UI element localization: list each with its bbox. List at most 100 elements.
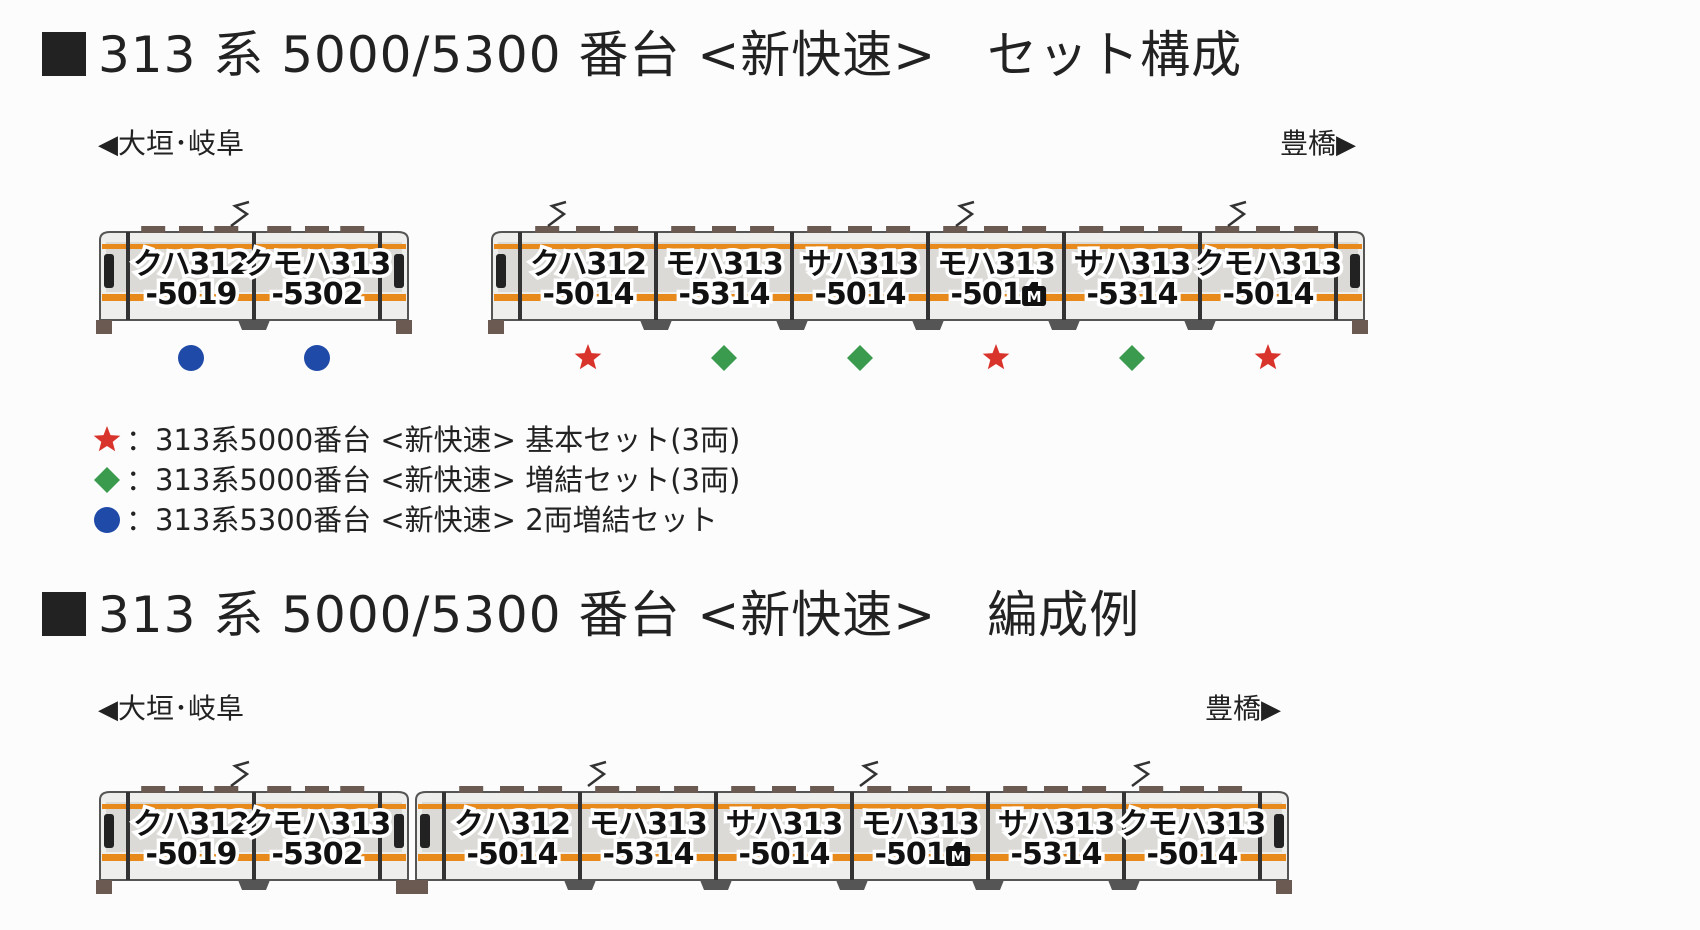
roof-unit: [867, 786, 892, 793]
roof-unit: [984, 226, 1008, 233]
car-name-label: クモハ313: [1195, 247, 1342, 282]
train-body: [96, 200, 412, 334]
circle-icon: [178, 345, 204, 371]
car-number-label: -5019: [146, 277, 237, 312]
left-arrow-icon: ◀: [98, 695, 118, 725]
pantograph-icon: [230, 760, 250, 787]
train-body: [412, 760, 1292, 894]
cab-window: [394, 814, 404, 848]
car-number-label: -5314: [1087, 277, 1178, 312]
car-name-label: サハ313: [1074, 247, 1190, 282]
direction-right-label: 豊橋▶: [1205, 692, 1282, 725]
car-divider: [986, 792, 990, 880]
motor-badge-icon: [946, 846, 971, 866]
car-number-label: -5019: [146, 837, 237, 872]
roof-unit: [1120, 226, 1144, 233]
coupler: [836, 880, 868, 890]
train-unit-6car: クハ312-5014モハ313-5314サハ313-5014モハ313-5014…: [488, 200, 1368, 334]
coupler: [1108, 880, 1140, 890]
car-number-label: -5014: [739, 837, 830, 872]
left-arrow-icon: ◀: [98, 130, 118, 160]
car-number-label: -5014: [1147, 837, 1238, 872]
roof-unit: [1215, 226, 1240, 233]
train-body: [96, 760, 412, 894]
pantograph-icon: [547, 200, 567, 227]
roof-unit: [305, 226, 329, 233]
section-title-set-composition: 313 系 5000/5300 番台 <新快速> セット構成: [42, 30, 1242, 80]
car-divider: [126, 792, 130, 880]
car-number-label: -5314: [679, 277, 770, 312]
car-name-label: クモハ313: [244, 247, 391, 282]
car-name-label: クモハ313: [244, 807, 391, 842]
car-number-label: -5014: [815, 277, 906, 312]
roof-unit: [1218, 786, 1243, 793]
car-divider: [578, 792, 582, 880]
direction-left-label: ◀大垣･岐阜: [98, 127, 245, 160]
cab-window: [104, 254, 114, 288]
roof-unit: [1082, 786, 1107, 793]
roof-unit: [1139, 786, 1164, 793]
roof-unit: [576, 226, 600, 233]
square-bullet-icon: [42, 32, 86, 76]
car-divider: [654, 232, 658, 320]
roof-unit: [810, 786, 835, 793]
roof-unit: [141, 226, 166, 233]
car-name-label: クハ312: [133, 247, 249, 282]
car-divider: [126, 232, 130, 320]
roof-unit: [1003, 786, 1028, 793]
coupler: [238, 320, 270, 330]
car-divider: [1198, 232, 1202, 320]
cab-window: [496, 254, 506, 288]
roof-unit: [636, 786, 660, 793]
coupler: [1184, 320, 1216, 330]
roof-unit: [750, 226, 775, 233]
roof-unit: [731, 786, 756, 793]
cab-window: [420, 814, 430, 848]
coupler: [238, 880, 270, 890]
circle-icon: [94, 507, 120, 533]
roof-unit: [340, 786, 365, 793]
roof-unit: [538, 786, 563, 793]
roof-unit: [1180, 786, 1204, 793]
car-name-label: サハ313: [726, 807, 842, 842]
roof-unit: [500, 786, 524, 793]
roof-unit: [1022, 226, 1047, 233]
bogie: [1352, 320, 1368, 334]
roof-unit: [943, 226, 968, 233]
car-divider: [1334, 232, 1338, 320]
cab-window: [1274, 814, 1284, 848]
train-unit-6car: クハ312-5014モハ313-5314サハ313-5014モハ313-5014…: [412, 760, 1292, 894]
car-name-label: モハ313: [937, 247, 1055, 282]
direction-left-label: ◀大垣･岐阜: [98, 692, 245, 725]
section-title-formation-example: 313 系 5000/5300 番台 <新快速> 編成例: [42, 590, 1140, 640]
car-name-label: クハ312: [133, 807, 249, 842]
coupler: [640, 320, 672, 330]
legend-item-basic-set: ：313系5000番台 <新快速> 基本セット(3両): [92, 420, 740, 460]
motor-badge-label: M: [1027, 288, 1042, 306]
coupler: [776, 320, 808, 330]
roof-unit: [267, 226, 292, 233]
car-name-label: クハ312: [454, 807, 570, 842]
car-name-label: モハ313: [589, 807, 707, 842]
coupler: [564, 880, 596, 890]
pantograph-icon: [587, 760, 607, 787]
car-divider: [1258, 792, 1262, 880]
motor-badge-label: M: [951, 848, 966, 866]
bogie: [412, 880, 428, 894]
cab-window: [104, 814, 114, 848]
pantograph-icon: [1227, 200, 1247, 227]
roof-unit: [179, 786, 203, 793]
roof-unit: [772, 786, 796, 793]
star-icon: [1254, 344, 1282, 370]
car-divider: [1062, 232, 1066, 320]
car-divider: [1122, 792, 1126, 880]
roof-unit: [1294, 226, 1319, 233]
cab-window: [394, 254, 404, 288]
roof-unit: [614, 226, 639, 233]
car-divider: [790, 232, 794, 320]
bogie: [396, 880, 412, 894]
coupler: [700, 880, 732, 890]
roof-unit: [674, 786, 699, 793]
